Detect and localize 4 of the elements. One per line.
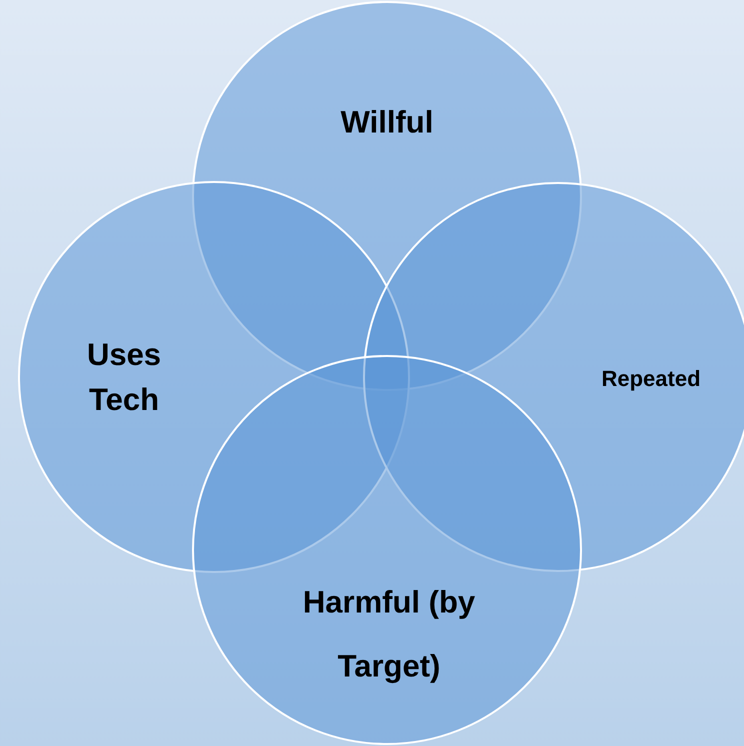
circle-label: Uses Tech	[86, 336, 162, 419]
circle-label: Willful	[340, 103, 434, 141]
circle-label: Repeated	[600, 366, 702, 392]
circle-label: Harmful (by Target)	[302, 583, 476, 686]
